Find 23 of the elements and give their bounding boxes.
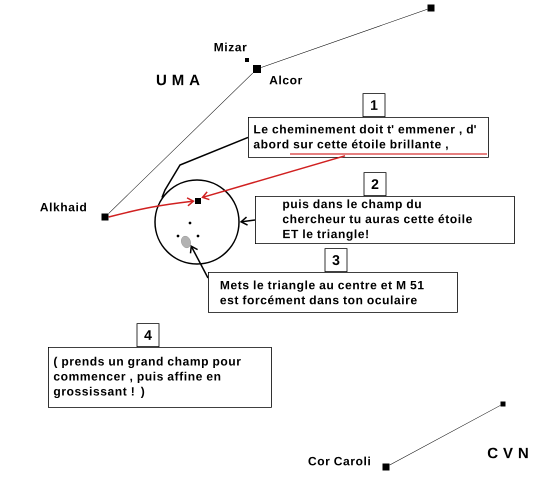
arrow (108, 197, 195, 218)
step-number: 3 (324, 248, 348, 272)
step-number: 4 (136, 323, 160, 347)
constellation-line (108, 72, 254, 214)
text-box: puis dans le champ du chercheur tu auras cette étoile ET le triangle! (255, 196, 515, 244)
text-box: Mets le triangle au centre et M 51 est forcément dans ton oculaire (208, 272, 458, 313)
arrow (201, 155, 346, 200)
constellation-name: C V N (488, 448, 528, 458)
leader-line (161, 136, 248, 198)
star-name: Mizar (214, 42, 247, 52)
text-box: Le cheminement doit t' emmener , d' abord sur cette étoile brillante , (248, 117, 489, 158)
star-name: Alcor (270, 76, 302, 84)
step-number: 2 (364, 172, 386, 196)
constellation-line (389, 405, 501, 466)
arrow (190, 244, 209, 278)
arrow (240, 216, 256, 226)
constellation-line (260, 9, 428, 68)
star-name: Cor Caroli (308, 456, 370, 466)
galaxy-blob (181, 236, 191, 248)
star-name: Alkhaid (40, 202, 86, 212)
constellation-name: U M A (156, 74, 200, 86)
text-box: ( prends un grand champ pour commencer , puis affine en grossissant ! ) (48, 347, 272, 408)
step-number: 1 (362, 93, 386, 117)
